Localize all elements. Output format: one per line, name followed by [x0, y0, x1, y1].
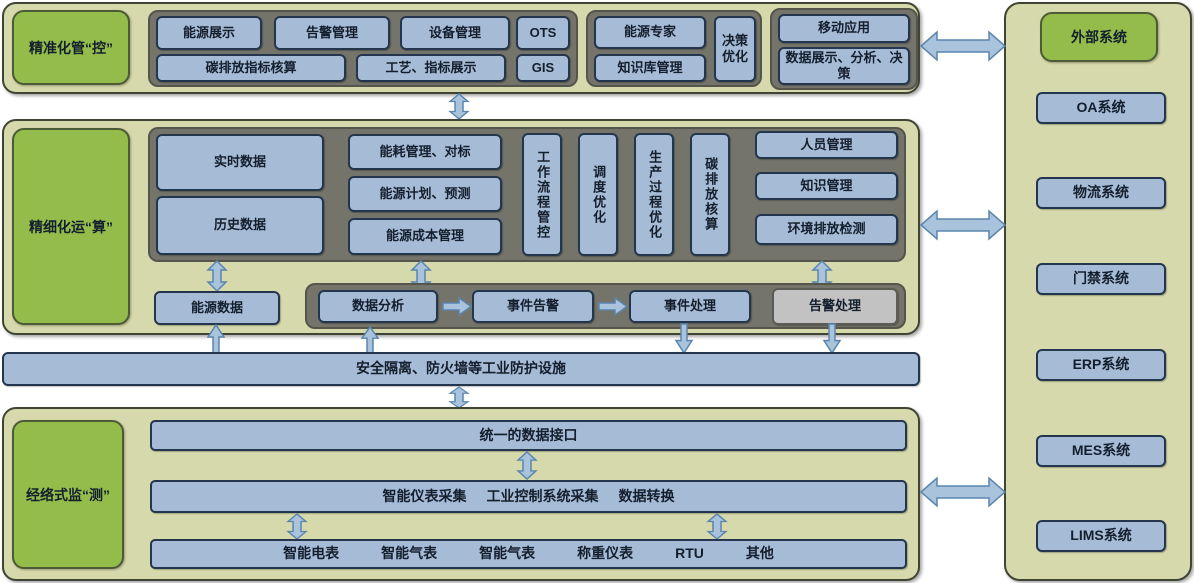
box-mes-system: MES系统: [1036, 435, 1166, 467]
box-alarm-management: 告警管理: [274, 16, 390, 50]
arrow-data-energydata: [206, 259, 228, 293]
box-energy-plan-forecast: 能源计划、预测: [348, 176, 502, 212]
box-energy-consumption-benchmark: 能耗管理、对标: [348, 134, 502, 170]
box-data-display-analysis-decision: 数据展示、分析、决策: [778, 47, 910, 85]
arrow-firewall-energydata-up: [206, 323, 226, 354]
box-history-data: 历史数据: [156, 196, 324, 255]
box-energy-data: 能源数据: [154, 291, 280, 325]
bar-unified-data-interface: 统一的数据接口: [150, 420, 907, 451]
arrow-compute-external: [919, 209, 1007, 241]
box-oa-system: OA系统: [1036, 92, 1166, 124]
box-realtime-data: 实时数据: [156, 134, 324, 191]
box-mobile-app: 移动应用: [778, 14, 910, 43]
box-energy-expert: 能源专家: [594, 16, 706, 49]
box-access-control-system: 门禁系统: [1036, 263, 1166, 295]
box-energy-cost-management: 能源成本管理: [348, 218, 502, 255]
box-ots: OTS: [516, 16, 570, 50]
box-knowledge-base-management: 知识库管理: [594, 54, 706, 82]
meter-item-smart-gas-1: 智能气表: [381, 545, 438, 562]
box-logistics-system: 物流系统: [1036, 177, 1166, 209]
box-production-process-optimization: 生产过程优化: [634, 133, 674, 256]
box-process-indicator-display: 工艺、指标展示: [356, 54, 506, 82]
bar-acquisition: 智能仪表采集 工业控制系统采集 数据转换: [150, 480, 907, 513]
arrow-eventalarm-eventhandle: [598, 296, 629, 317]
acquisition-item-data-conversion: 数据转换: [618, 487, 675, 504]
label-control-layer: 精准化管“控”: [12, 10, 130, 85]
box-lims-system: LIMS系统: [1036, 520, 1166, 552]
label-compute-layer: 精细化运“算”: [12, 128, 130, 325]
firewall-bar: 安全隔离、防火墙等工业防护设施: [2, 352, 920, 386]
meter-item-rtu: RTU: [675, 545, 704, 562]
acquisition-item-meter: 智能仪表采集: [382, 487, 467, 504]
box-alarm-handling: 告警处理: [772, 288, 898, 325]
bar-meters: 智能电表 智能气表 智能气表 称重仪表 RTU 其他: [150, 539, 907, 569]
acquisition-item-industrial-control: 工业控制系统采集: [486, 487, 599, 504]
meter-item-smart-electric: 智能电表: [283, 545, 340, 562]
box-erp-system: ERP系统: [1036, 349, 1166, 381]
box-event-handling: 事件处理: [629, 290, 751, 323]
box-personnel-management: 人员管理: [755, 131, 898, 159]
box-dispatch-optimization: 调度优化: [578, 133, 618, 256]
meter-item-smart-gas-2: 智能气表: [479, 545, 536, 562]
arrow-firewall-monitor: [448, 386, 470, 409]
arrow-acquisition-meters-left: [286, 513, 308, 540]
box-decision-optimization: 决策优化: [714, 16, 756, 82]
box-gis: GIS: [516, 54, 570, 82]
meter-item-weighing: 称重仪表: [577, 545, 634, 562]
box-environment-emission-monitoring: 环境排放检测: [755, 214, 898, 245]
arrow-analysis-eventalarm: [442, 296, 473, 317]
arrow-firewall-analysis-up: [360, 325, 380, 354]
arrow-monitor-external: [919, 476, 1007, 508]
arrow-acquisition-meters-right: [706, 513, 728, 540]
box-carbon-index-accounting: 碳排放指标核算: [156, 54, 346, 82]
meter-item-other: 其他: [745, 545, 774, 562]
arrow-eventhandle-firewall-down: [674, 323, 694, 355]
box-data-analysis: 数据分析: [318, 290, 438, 323]
box-external-systems: 外部系统: [1040, 12, 1158, 62]
box-carbon-accounting: 碳排放核算: [690, 133, 730, 256]
arrow-interface-acquisition: [516, 451, 538, 480]
box-event-alarm: 事件告警: [472, 290, 594, 323]
arrow-alarmhandle-firewall-down: [822, 323, 842, 355]
box-energy-display: 能源展示: [156, 16, 262, 50]
arrow-control-compute: [448, 93, 470, 120]
box-device-management: 设备管理: [400, 16, 510, 50]
arrow-control-external: [919, 30, 1007, 62]
label-monitor-layer: 经络式监“测”: [12, 420, 124, 569]
box-workflow-control: 工作流程管控: [522, 133, 562, 256]
box-knowledge-management: 知识管理: [755, 172, 898, 200]
